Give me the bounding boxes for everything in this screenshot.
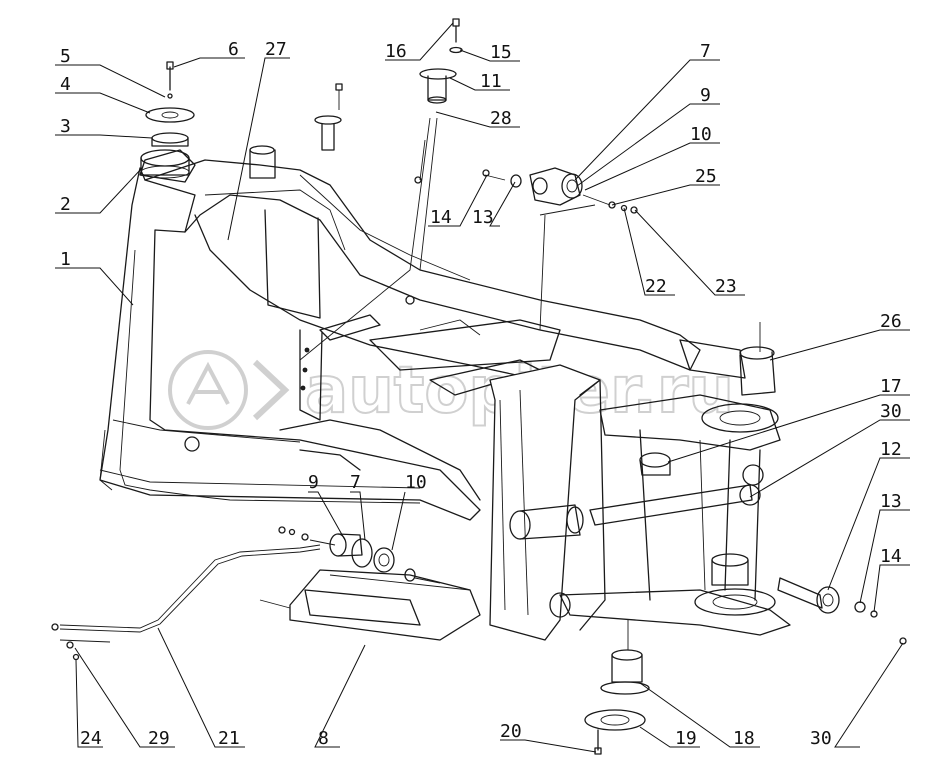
leaders xyxy=(55,22,910,753)
callout-22: 22 xyxy=(645,276,667,297)
callout-27: 27 xyxy=(265,39,287,60)
callout-9-top: 9 xyxy=(700,85,711,106)
callout-4: 4 xyxy=(60,74,71,95)
callout-3: 3 xyxy=(60,116,71,137)
callout-9-low: 9 xyxy=(308,472,319,493)
callout-12: 12 xyxy=(880,439,902,460)
lower-pivot-parts xyxy=(584,620,650,755)
callout-28: 28 xyxy=(490,108,512,129)
callout-24: 24 xyxy=(80,728,102,749)
pin-assembly-upper xyxy=(482,167,638,331)
pin-assembly-lower xyxy=(329,533,441,584)
callout-20: 20 xyxy=(500,721,522,742)
callout-25: 25 xyxy=(695,166,717,187)
callout-30-right: 30 xyxy=(880,401,902,422)
callout-14-right: 14 xyxy=(880,546,902,567)
callout-21: 21 xyxy=(218,728,240,749)
callout-14-top: 14 xyxy=(430,207,452,228)
callout-7-low: 7 xyxy=(350,472,361,493)
callout-1: 1 xyxy=(60,249,71,270)
callout-19: 19 xyxy=(675,728,697,749)
callout-13-top: 13 xyxy=(472,207,494,228)
watermark: autopiter.ru xyxy=(168,350,735,430)
callout-8: 8 xyxy=(318,728,329,749)
callout-6: 6 xyxy=(228,39,239,60)
callout-5: 5 xyxy=(60,46,71,67)
callout-11: 11 xyxy=(480,71,502,92)
callout-7-top: 7 xyxy=(700,41,711,62)
watermark-logo-a xyxy=(186,361,230,405)
callout-2: 2 xyxy=(60,194,71,215)
callout-29: 29 xyxy=(148,728,170,749)
watermark-logo-arrow xyxy=(252,359,290,421)
watermark-logo-circle xyxy=(168,350,248,430)
callout-10-top: 10 xyxy=(690,124,712,145)
callout-labels: 5 4 3 2 1 6 27 16 15 11 28 7 9 10 25 14 … xyxy=(60,39,902,749)
callout-23: 23 xyxy=(715,276,737,297)
callout-15: 15 xyxy=(490,42,512,63)
hydraulic-line xyxy=(51,526,336,661)
callout-16: 16 xyxy=(385,41,407,62)
callout-13-right: 13 xyxy=(880,491,902,512)
pin-assembly-right xyxy=(777,577,907,645)
callout-26: 26 xyxy=(880,311,902,332)
lower-cradle xyxy=(259,569,481,641)
callout-17: 17 xyxy=(880,376,902,397)
rear-frame xyxy=(99,149,701,521)
callout-30-bottom: 30 xyxy=(810,728,832,749)
callout-10-low: 10 xyxy=(405,472,427,493)
callout-18: 18 xyxy=(733,728,755,749)
top-fittings xyxy=(140,18,463,361)
hinge-assembly xyxy=(489,322,791,641)
